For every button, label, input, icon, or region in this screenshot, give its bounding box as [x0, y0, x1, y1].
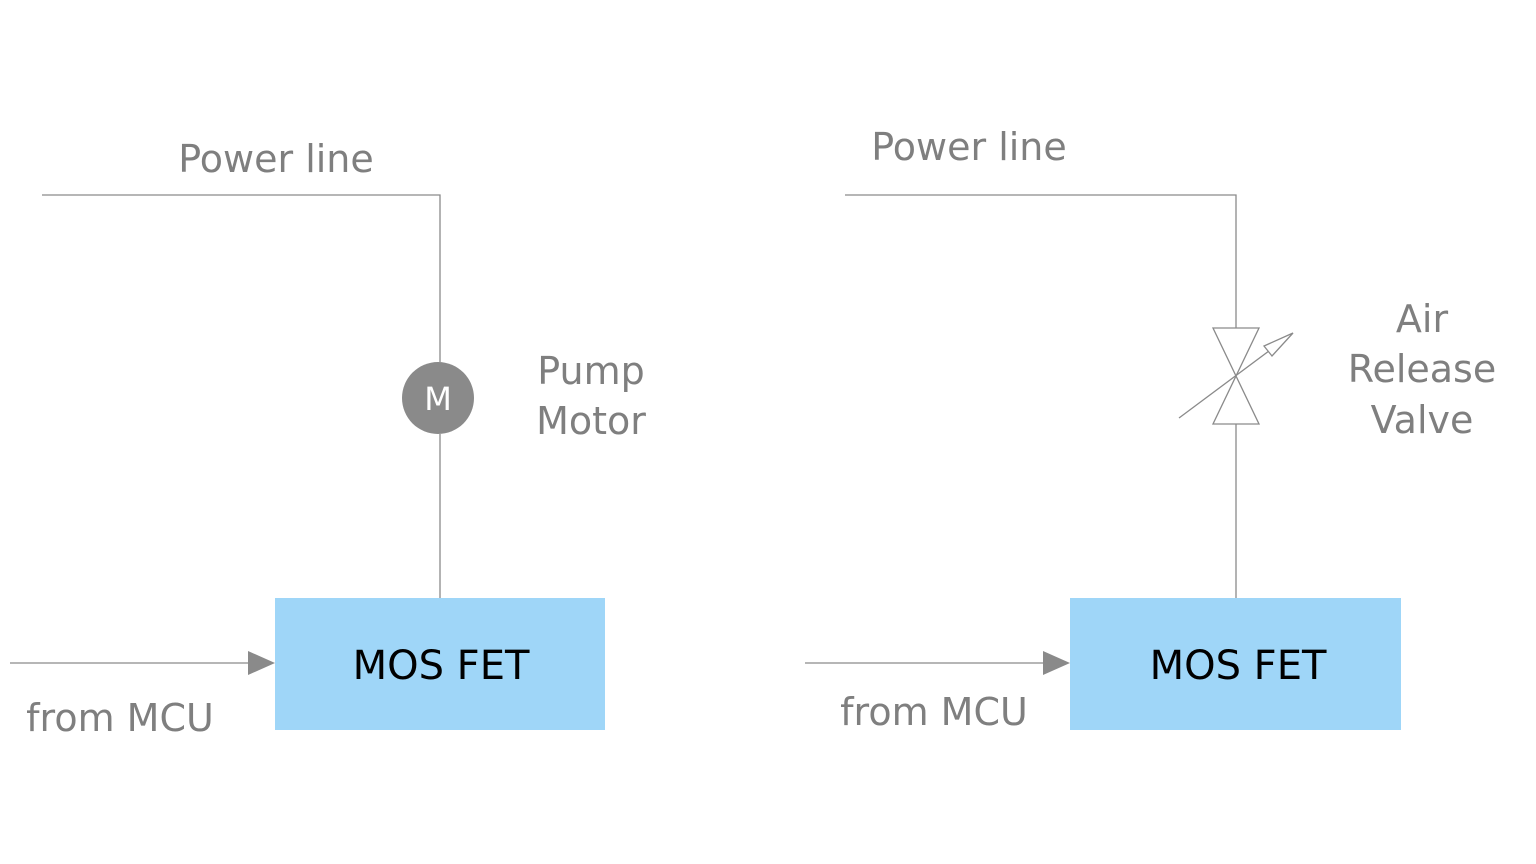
right-power-line-label: Power line — [871, 125, 1067, 169]
left-power-wire — [42, 194, 441, 362]
valve-adjust-stroke — [1178, 341, 1282, 419]
right-input-arrow-icon — [1043, 651, 1070, 675]
motor-symbol: M — [424, 380, 452, 418]
right-mosfet-box — [1070, 598, 1401, 730]
right-circuit: Power line Air Release Valve MOS FET fro… — [805, 125, 1496, 734]
left-mosfet-label: MOS FET — [353, 643, 530, 689]
valve-upper-triangle — [1211, 327, 1261, 378]
valve-label-line3: Valve — [1371, 398, 1474, 442]
left-from-mcu-label: from MCU — [26, 696, 214, 740]
pump-motor-label-line1: Pump — [537, 349, 644, 393]
right-from-mcu-label: from MCU — [840, 690, 1028, 734]
motor-icon — [402, 362, 474, 434]
valve-label-line2: Release — [1348, 347, 1496, 391]
pump-motor-label-line2: Motor — [536, 399, 646, 443]
valve-lower-triangle — [1211, 374, 1261, 425]
left-power-line-label: Power line — [178, 137, 374, 181]
valve-adjust-arrowhead — [1262, 332, 1294, 357]
right-power-wire — [845, 194, 1237, 328]
valve-label-line1: Air — [1396, 297, 1449, 341]
left-input-arrow-icon — [248, 651, 275, 675]
adjustable-valve-icon — [1178, 327, 1294, 425]
left-circuit: Power line M Pump Motor MOS FET from MCU — [10, 137, 646, 740]
right-mosfet-label: MOS FET — [1150, 643, 1327, 689]
left-mosfet-box — [275, 598, 605, 730]
